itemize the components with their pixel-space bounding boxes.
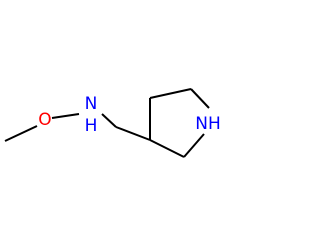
- ring-nh-label: NH: [195, 114, 221, 134]
- bonds: [4, 88, 210, 158]
- atom-labels: NH N H O: [38, 94, 220, 136]
- bond-ring-n-c5: [183, 133, 205, 158]
- bond-ring-c2-c3: [149, 88, 192, 99]
- bond-ring-c3-c4: [190, 88, 210, 109]
- bond-o-ch3: [4, 125, 38, 142]
- molecule-structure: NH N H O: [4, 88, 221, 158]
- chain-o-label: O: [38, 110, 51, 130]
- bond-n-o: [51, 113, 80, 119]
- bond-ch2-n: [101, 113, 117, 128]
- bond-ring-c5-c1: [149, 139, 185, 158]
- chain-h-label: H: [85, 116, 98, 136]
- chain-n-label: N: [85, 94, 98, 114]
- bond-c1-ch2: [115, 126, 151, 141]
